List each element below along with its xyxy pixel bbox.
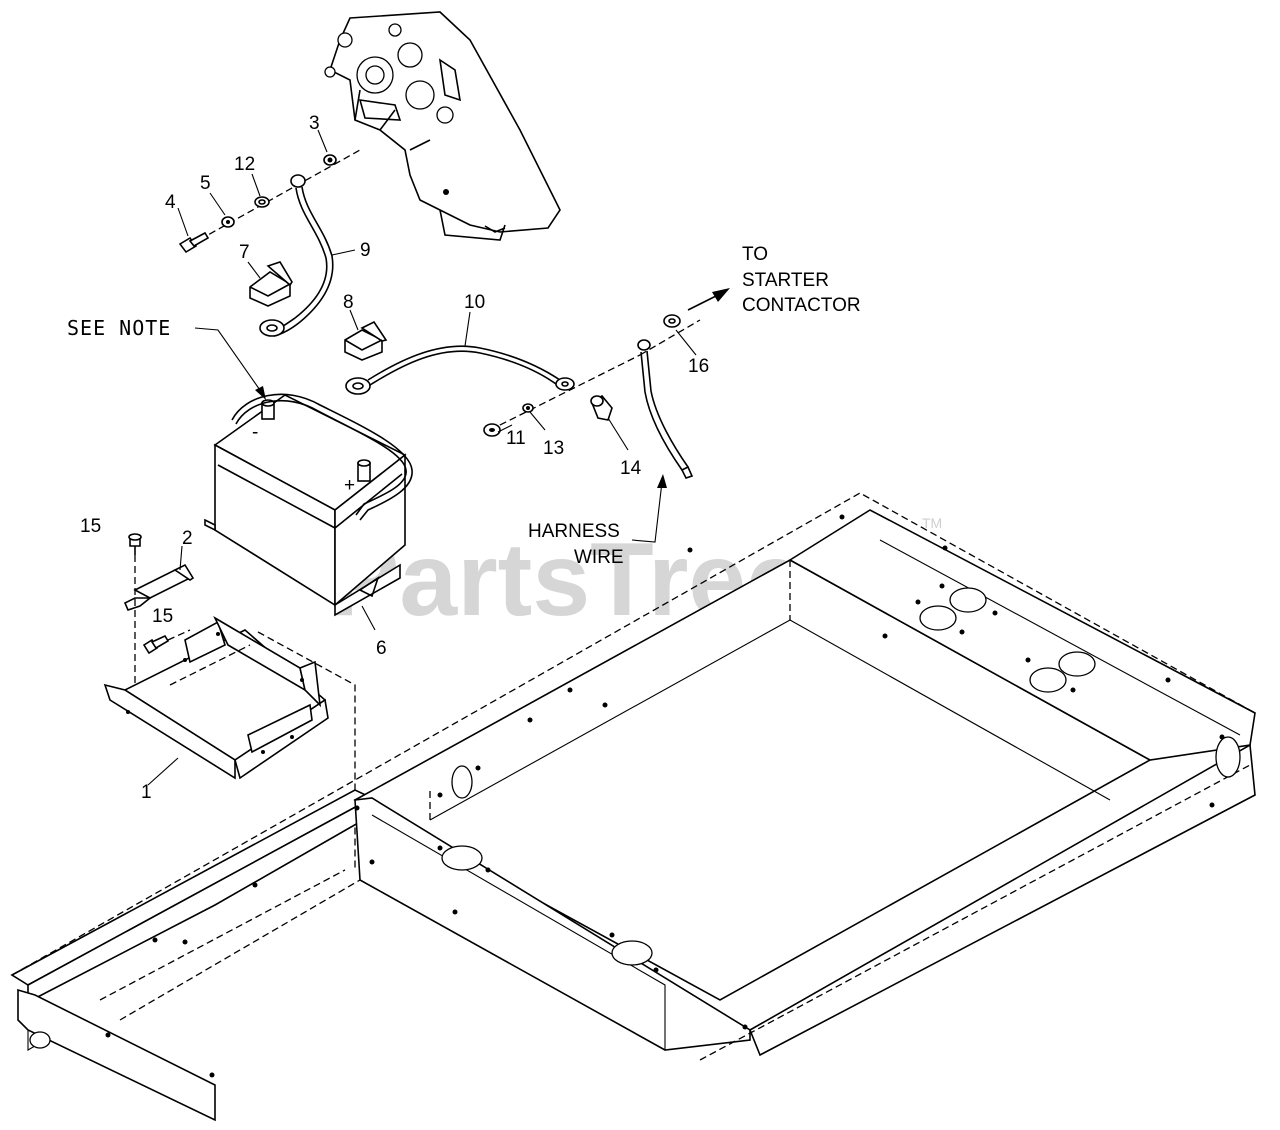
generator-frame: [10, 492, 1256, 1122]
leader-lines: [147, 129, 697, 786]
callout-15-top: 15: [80, 516, 101, 537]
cable-9: [259, 174, 334, 337]
nut-3: [323, 154, 337, 166]
callout-16: 16: [688, 356, 709, 377]
bolt-4: [178, 231, 210, 254]
battery-tray-1: [103, 615, 356, 870]
hold-down-2: [123, 563, 195, 611]
cable-10: [345, 345, 575, 395]
watermark-trademark: TM: [922, 515, 942, 531]
engine-assembly: [324, 11, 561, 241]
washer-16: [663, 314, 681, 328]
lockwasher-13: [522, 403, 534, 413]
hardware-stack-top: [178, 149, 361, 337]
harness-wire-line1: HARNESS: [528, 521, 620, 542]
terminal-cover-8: [344, 320, 388, 361]
to-starter-line3: CONTACTOR: [742, 295, 861, 316]
terminal-cover-7: [249, 261, 293, 307]
harness-wire: [637, 339, 694, 479]
diagram-notes: SEE NOTE TO STARTER CONTACTOR HARNESS WI…: [67, 244, 861, 568]
bolt-15a: [128, 533, 142, 555]
lockwasher-5: [221, 216, 235, 228]
frame-holes: [105, 514, 1225, 1078]
nut-11: [483, 423, 501, 437]
callout-12: 12: [234, 154, 255, 175]
callout-6: 6: [376, 638, 387, 659]
washer-12: [254, 196, 270, 208]
negative-mark: -: [252, 422, 258, 443]
to-starter-line2: STARTER: [742, 270, 829, 291]
to-starter-line1: TO: [742, 244, 768, 265]
callout-10: 10: [464, 292, 485, 313]
callout-4: 4: [165, 192, 176, 213]
see-note-label: SEE NOTE: [67, 316, 171, 340]
callout-9: 9: [360, 240, 371, 261]
callout-labels: 1 2 3 4 5 6 7 8 9 10 11 12 13 14 15 15 1…: [80, 113, 709, 803]
arrow-to-starter-icon: [687, 288, 730, 311]
callout-11: 11: [506, 428, 526, 449]
battery-6: - +: [204, 393, 413, 617]
callout-15-lower: 15: [152, 606, 173, 627]
callout-5: 5: [200, 173, 211, 194]
callout-2: 2: [182, 528, 193, 549]
harness-wire-line2: WIRE: [574, 547, 624, 568]
callout-1: 1: [141, 782, 152, 803]
bolt-15b: [142, 634, 170, 655]
boot-14: [590, 394, 613, 421]
callout-7: 7: [239, 242, 250, 263]
positive-mark: +: [344, 475, 355, 496]
callout-13: 13: [543, 438, 564, 459]
callout-14: 14: [620, 458, 642, 479]
callout-3: 3: [309, 113, 320, 134]
callout-8: 8: [343, 292, 354, 313]
